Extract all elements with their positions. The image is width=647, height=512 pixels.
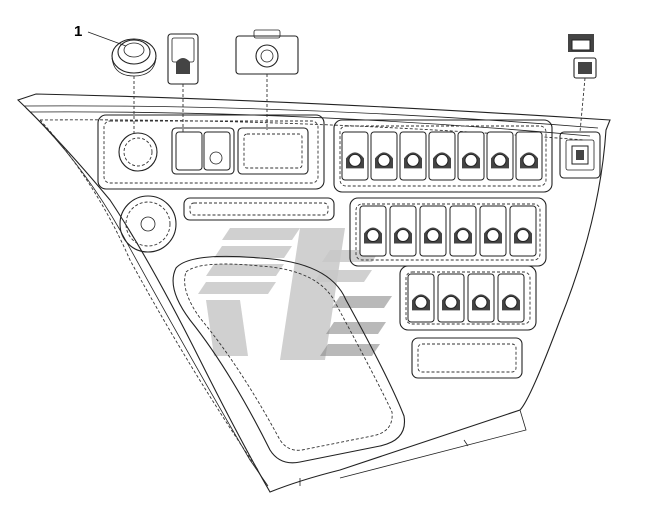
callout-1: 1 [74, 23, 127, 47]
top-rocker-key-3 [399, 131, 427, 181]
callout-label: 1 [74, 23, 82, 40]
connector-part [568, 34, 597, 133]
middle-rocker-key-3 [419, 205, 447, 257]
middle-rocker-key-4 [449, 205, 477, 257]
watermark-logo [198, 228, 392, 360]
lower-rocker-key-3 [467, 273, 495, 323]
indicator-module-part [235, 29, 299, 130]
round-button [111, 38, 157, 134]
lower-rocker-key-1 [407, 273, 435, 323]
middle-rocker-key-5 [479, 205, 507, 257]
top-rocker-key-7 [515, 131, 543, 181]
middle-rocker-key-1 [359, 205, 387, 257]
top-rocker-key-1 [341, 131, 369, 181]
gear-lever-opening [172, 255, 406, 464]
top-rocker-key-6 [486, 131, 514, 181]
left-switch-recess [97, 114, 325, 190]
rocker-switch-part [167, 33, 199, 134]
right-rocker-switch-mount [559, 131, 601, 179]
top-rocker-key-2 [370, 131, 398, 181]
top-rocker-key-4 [428, 131, 456, 181]
middle-rocker-key-6 [509, 205, 537, 257]
switch-bank-middle [349, 197, 547, 267]
center-slot [183, 197, 335, 221]
middle-rocker-key-2 [389, 205, 417, 257]
round-knob-socket [119, 195, 177, 253]
lower-rocker-key-2 [437, 273, 465, 323]
lower-rocker-key-4 [497, 273, 525, 323]
bottom-slot [411, 337, 523, 379]
switch-bank-top [333, 119, 553, 193]
switch-bank-lower [399, 265, 537, 331]
top-rocker-key-5 [457, 131, 485, 181]
